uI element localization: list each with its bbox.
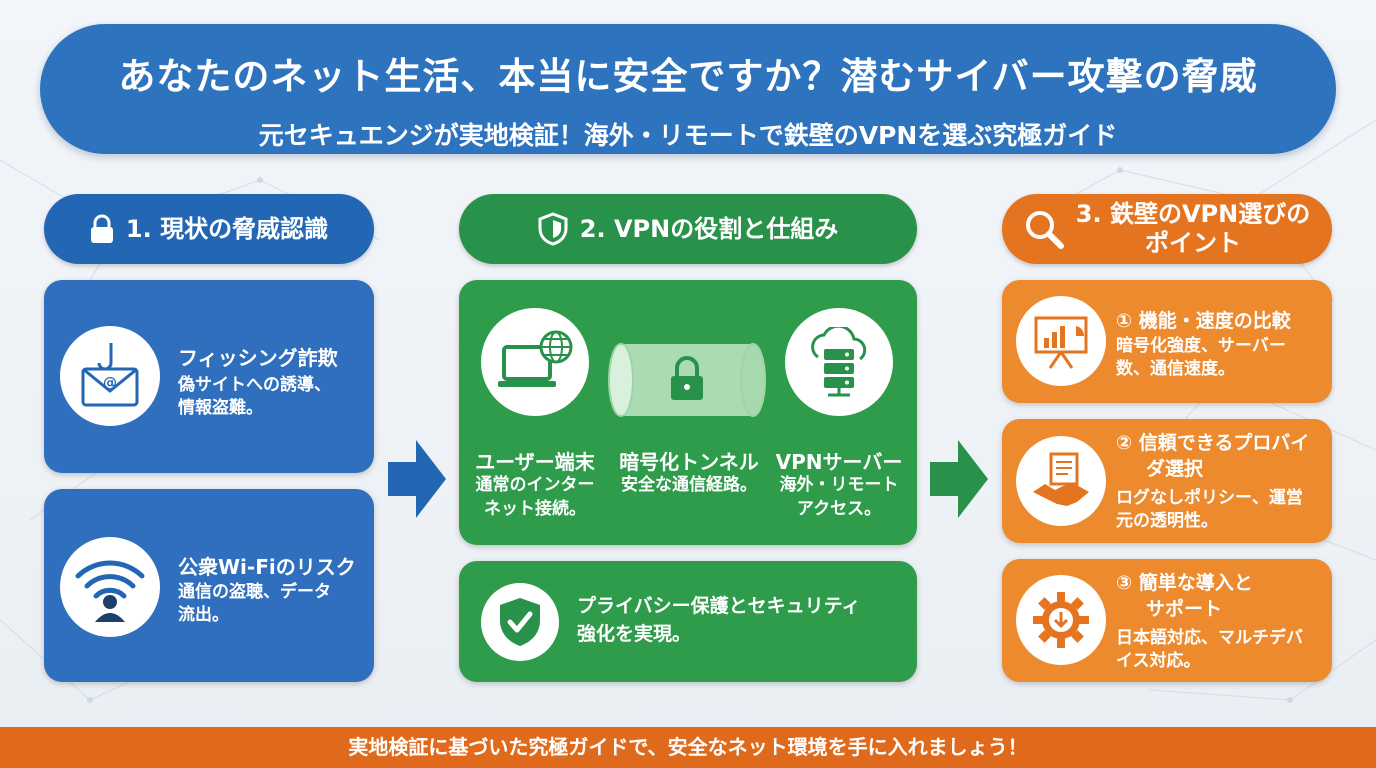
vpn-mechanism-panel: ユーザー端末 通常のインター ネット接続。 暗号化トンネル 安全な通信経路。 V…	[459, 280, 917, 545]
vpn-column-title: 暗号化トンネル	[619, 450, 759, 474]
handshake-document-icon	[1016, 436, 1106, 526]
flow-arrow-right-icon	[930, 440, 988, 518]
vpn-column-title: ユーザー端末	[475, 450, 595, 474]
choose-card-desc: 日本語対応、マルチデバ イス対応。	[1116, 628, 1303, 671]
shield-icon	[538, 212, 568, 246]
choose-card-desc: ログなしポリシー、運営 元の透明性。	[1116, 488, 1303, 531]
magnifier-icon	[1024, 209, 1064, 249]
choose-card-performance: ① 機能・速度の比較 暗号化強度、サーバー 数、通信速度。	[1002, 280, 1332, 403]
choose-card-desc: 暗号化強度、サーバー 数、通信速度。	[1116, 336, 1286, 379]
choose-card-provider: ② 信頼できるプロバイ ダ選択 ログなしポリシー、運営 元の透明性。	[1002, 419, 1332, 543]
threat-card-desc: 通信の盗聴、データ 流出。	[178, 582, 331, 625]
threat-card-wifi: 公衆Wi-Fiのリスク 通信の盗聴、データ 流出。	[44, 489, 374, 682]
padlock-icon	[90, 214, 114, 244]
wifi-hacker-icon	[60, 537, 160, 637]
vpn-column-desc: 海外・リモート アクセス。	[779, 475, 899, 519]
section-threats-heading: 1. 現状の脅威認識	[44, 194, 374, 264]
threat-card-phishing: @ フィッシング詐欺 偽サイトへの誘導、 情報盗難。	[44, 280, 374, 473]
choose-card-title: ③ 簡単な導入と サポート	[1116, 572, 1253, 620]
svg-text:@: @	[103, 375, 117, 391]
vpn-benefit-text: プライバシー保護とセキュリティ 強化を実現。	[577, 595, 861, 645]
choose-card-title: ① 機能・速度の比較	[1116, 310, 1291, 332]
threat-card-title: 公衆Wi-Fiのリスク	[178, 555, 356, 579]
section-choose-heading: 3. 鉄壁のVPN選びの ポイント	[1002, 194, 1332, 264]
gear-download-icon	[1016, 575, 1106, 665]
section-vpn-heading: 2. VPNの役割と仕組み	[459, 194, 917, 264]
choose-card-setup: ③ 簡単な導入と サポート 日本語対応、マルチデバ イス対応。	[1002, 559, 1332, 682]
page-subtitle: 元セキュエンジが実地検証！海外・リモートで鉄壁のVPNを選ぶ究極ガイド	[258, 121, 1118, 150]
vpn-column-desc: 通常のインター ネット接続。	[475, 475, 595, 519]
shield-check-icon	[481, 583, 559, 661]
choose-card-title: ② 信頼できるプロバイ ダ選択	[1116, 432, 1310, 480]
vpn-column-desc: 安全な通信経路。	[621, 475, 757, 495]
presentation-chart-icon	[1016, 296, 1106, 386]
threat-card-title: フィッシング詐欺	[178, 346, 338, 370]
footer-banner: 実地検証に基づいた究極ガイドで、安全なネット環境を手に入れましょう！	[0, 727, 1376, 768]
page-title: あなたのネット生活、本当に安全ですか？潜むサイバー攻撃の脅威	[118, 55, 1258, 98]
laptop-globe-icon	[481, 308, 589, 416]
phishing-hook-icon: @	[60, 326, 160, 426]
threat-card-desc: 偽サイトへの誘導、 情報盗難。	[178, 375, 331, 418]
cloud-server-icon	[785, 308, 893, 416]
vpn-column-title: VPNサーバー	[775, 450, 903, 474]
vpn-benefit-card: プライバシー保護とセキュリティ 強化を実現。	[459, 561, 917, 682]
flow-arrow-right-icon	[388, 440, 446, 518]
lock-tunnel-icon	[608, 343, 766, 417]
header-banner: あなたのネット生活、本当に安全ですか？潜むサイバー攻撃の脅威 元セキュエンジが実…	[40, 24, 1336, 154]
